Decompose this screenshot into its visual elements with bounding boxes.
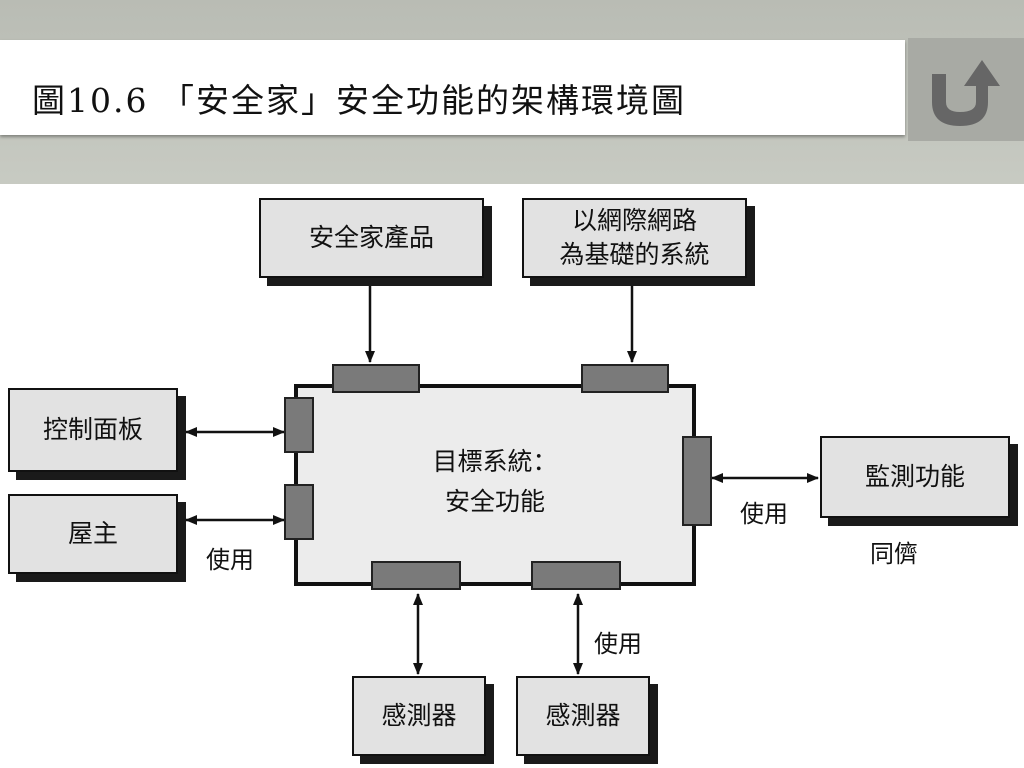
port-left-lower — [284, 484, 314, 540]
node-internet-system: 以網際網路 為基礎的系統 — [522, 198, 747, 278]
port-top-left — [332, 364, 420, 393]
core-system-box — [294, 384, 696, 586]
slide-title: 圖10.6 「安全家」安全功能的架構環境圖 — [32, 81, 686, 120]
title-bar — [0, 40, 905, 135]
port-right — [682, 436, 712, 526]
label-uses-left: 使用 — [206, 546, 254, 574]
node-owner: 屋主 — [8, 494, 178, 574]
node-sensor-2: 感測器 — [516, 676, 650, 756]
node-sensor-1: 感測器 — [352, 676, 486, 756]
core-system-label: 目標系統： 安全功能 — [432, 447, 558, 516]
node-control-panel: 控制面板 — [8, 388, 178, 472]
label-peer: 同儕 — [870, 540, 918, 568]
node-monitoring: 監測功能 — [820, 436, 1010, 518]
port-bottom-right — [531, 561, 621, 590]
back-button[interactable] — [908, 38, 1024, 141]
port-top-right — [581, 364, 669, 393]
node-product: 安全家產品 — [259, 198, 484, 278]
port-bottom-left — [371, 561, 461, 590]
label-uses-right: 使用 — [740, 500, 788, 528]
label-uses-bottom: 使用 — [594, 630, 642, 658]
u-turn-back-icon — [932, 60, 1000, 126]
port-left-upper — [284, 397, 314, 453]
